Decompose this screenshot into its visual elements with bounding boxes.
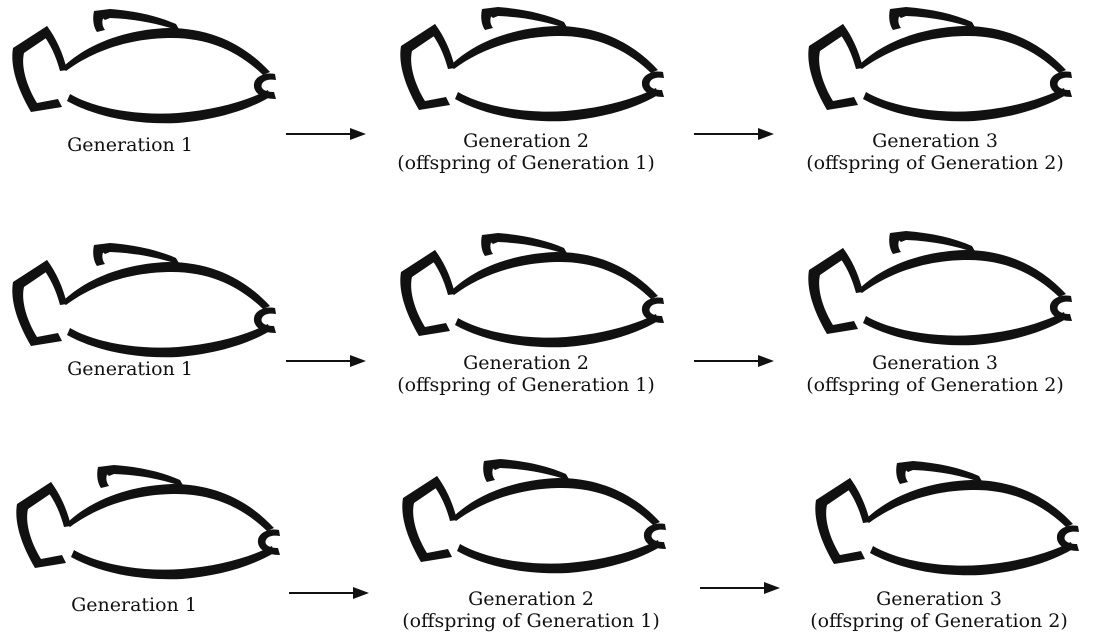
generation-title: Generation 1 bbox=[67, 134, 193, 156]
generation-title: Generation 1 bbox=[71, 594, 197, 616]
generation-1-label: Generation 1 bbox=[0, 358, 295, 380]
fish-outline-icon bbox=[400, 7, 664, 122]
generation-title: Generation 3 bbox=[876, 588, 1002, 610]
right-arrow-icon bbox=[694, 355, 774, 367]
generation-subtitle: (offspring of Generation 2) bbox=[806, 374, 1064, 396]
generation-subtitle: (offspring of Generation 1) bbox=[402, 610, 660, 632]
generation-title: Generation 2 bbox=[463, 352, 589, 374]
generation-title: Generation 2 bbox=[463, 130, 589, 152]
fish-outline-icon bbox=[16, 465, 281, 580]
generation-subtitle: (offspring of Generation 2) bbox=[810, 610, 1068, 632]
fish-outline-icon bbox=[12, 243, 277, 358]
generation-1-label: Generation 1 bbox=[0, 134, 295, 156]
fish-outline-icon bbox=[402, 459, 666, 574]
generation-1-label: Generation 1 bbox=[0, 594, 299, 616]
generation-subtitle: (offspring of Generation 1) bbox=[397, 152, 655, 174]
generation-2-label: Generation 2 (offspring of Generation 1) bbox=[361, 130, 691, 174]
generation-3-label: Generation 3 (offspring of Generation 2) bbox=[770, 352, 1095, 396]
right-arrow-icon bbox=[286, 355, 366, 367]
right-arrow-icon bbox=[289, 587, 369, 599]
generation-title: Generation 2 bbox=[468, 588, 594, 610]
generation-3-label: Generation 3 (offspring of Generation 2) bbox=[770, 130, 1095, 174]
generation-3-label: Generation 3 (offspring of Generation 2) bbox=[774, 588, 1095, 632]
right-arrow-icon bbox=[700, 582, 780, 594]
generation-2-label: Generation 2 (offspring of Generation 1) bbox=[366, 588, 696, 632]
fish-outline-icon bbox=[815, 461, 1079, 576]
generation-subtitle: (offspring of Generation 1) bbox=[397, 374, 655, 396]
generation-title: Generation 1 bbox=[67, 358, 193, 380]
generation-title: Generation 3 bbox=[872, 130, 998, 152]
fish-outline-icon bbox=[808, 231, 1072, 346]
generation-2-label: Generation 2 (offspring of Generation 1) bbox=[361, 352, 691, 396]
generation-subtitle: (offspring of Generation 2) bbox=[806, 152, 1064, 174]
fish-outline-icon bbox=[12, 9, 277, 124]
generation-title: Generation 3 bbox=[872, 352, 998, 374]
fish-outline-icon bbox=[808, 7, 1072, 122]
right-arrow-icon bbox=[286, 128, 366, 140]
fish-outline-icon bbox=[400, 233, 664, 348]
right-arrow-icon bbox=[694, 128, 774, 140]
